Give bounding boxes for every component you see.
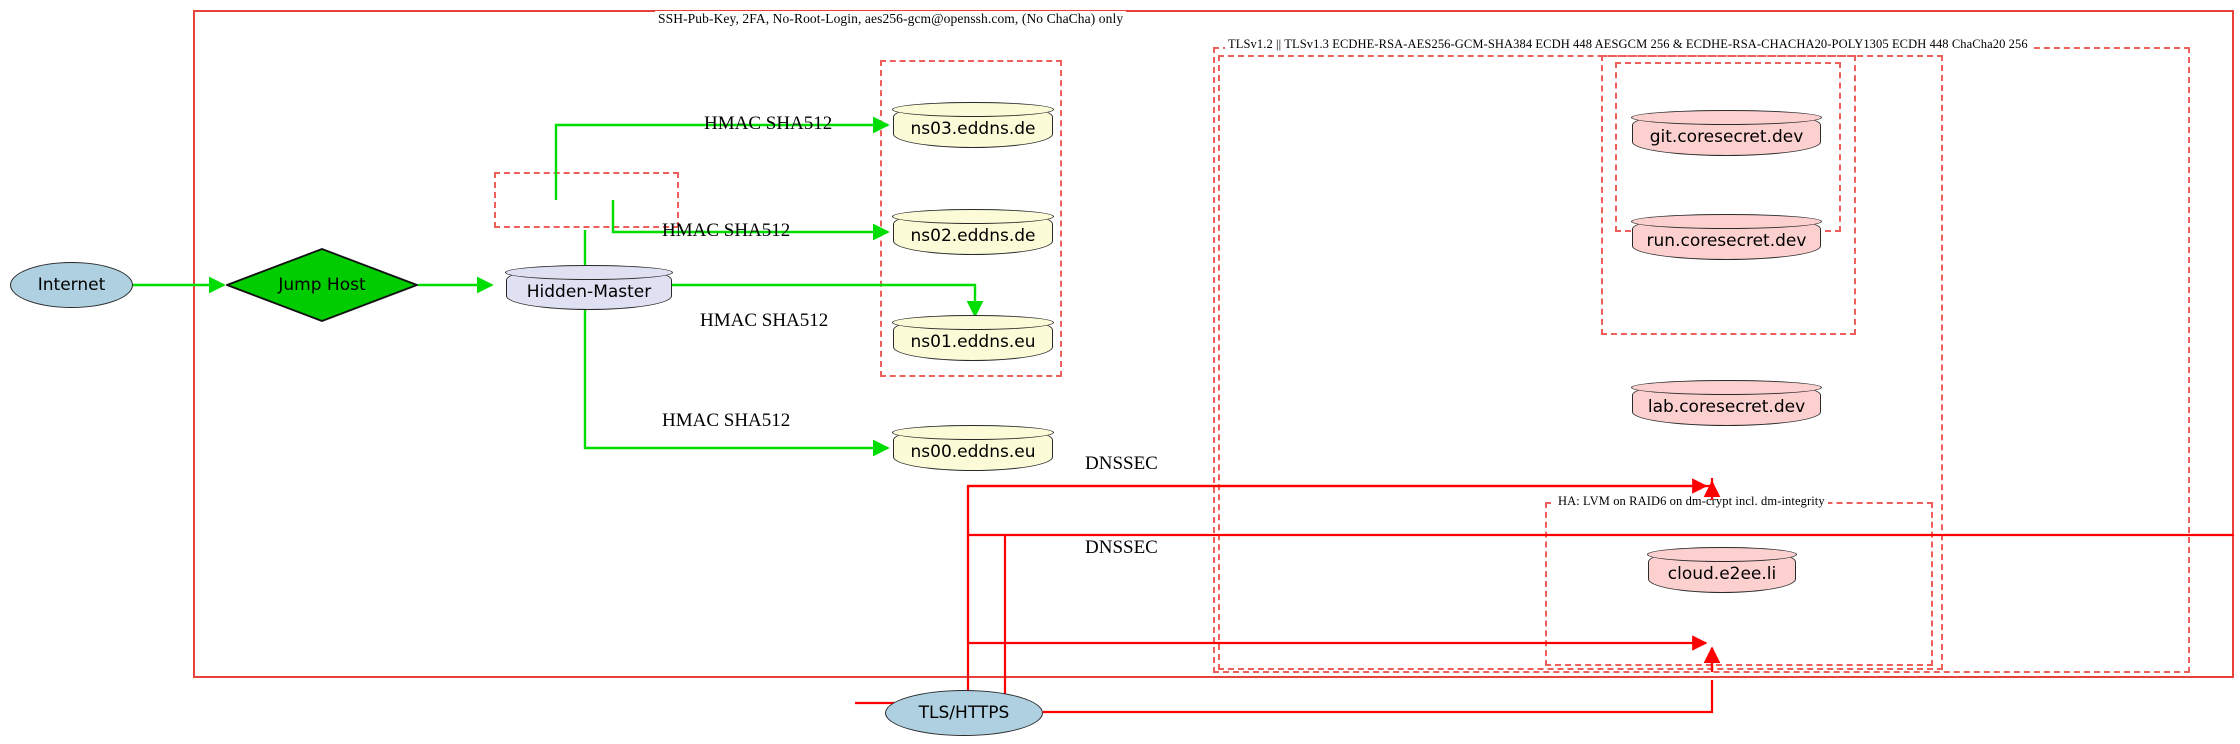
node-hidden-master-label: Hidden-Master [526, 281, 652, 302]
node-hidden-master[interactable]: Hidden-Master [505, 265, 673, 310]
edge-tls-https-to-services [1043, 680, 1714, 714]
node-run-coresecret-label: run.coresecret.dev [1646, 231, 1807, 251]
node-ns00-label: ns00.eddns.eu [910, 442, 1036, 462]
cluster-tls-boundary-label: TLSv1.2 || TLSv1.3 ECDHE-RSA-AES256-GCM-… [1225, 37, 2031, 52]
node-ns01-label: ns01.eddns.eu [910, 332, 1036, 352]
node-ns03[interactable]: ns03.eddns.de [892, 102, 1054, 148]
node-ns01[interactable]: ns01.eddns.eu [892, 315, 1054, 361]
node-cloud-e2ee[interactable]: cloud.e2ee.li [1647, 547, 1797, 593]
node-ns02-label: ns02.eddns.de [910, 226, 1036, 246]
node-lab-coresecret[interactable]: lab.coresecret.dev [1631, 380, 1822, 426]
node-jump-host[interactable]: Jump Host [226, 248, 418, 322]
cluster-ssh-boundary-label: SSH-Pub-Key, 2FA, No-Root-Login, aes256-… [655, 11, 1127, 27]
node-ns02[interactable]: ns02.eddns.de [892, 209, 1054, 255]
node-run-coresecret[interactable]: run.coresecret.dev [1631, 214, 1822, 260]
cluster-hidden-master-boundary [494, 172, 679, 228]
diamond-shape [226, 248, 418, 322]
node-tls-https[interactable]: TLS/HTTPS [885, 690, 1043, 736]
cluster-ha-boundary-label: HA: LVM on RAID6 on dm-crypt incl. dm-in… [1555, 494, 1828, 509]
cluster-coresecret-outer-boundary [1601, 55, 1856, 335]
edge-label-hmac-ns02: HMAC SHA512 [662, 220, 791, 241]
node-git-coresecret-label: git.coresecret.dev [1649, 127, 1804, 147]
node-cloud-e2ee-label: cloud.e2ee.li [1667, 564, 1777, 584]
node-internet-label: Internet [37, 275, 106, 295]
node-tls-https-label: TLS/HTTPS [918, 703, 1010, 723]
edge-label-hmac-ns03: HMAC SHA512 [704, 113, 833, 134]
node-internet[interactable]: Internet [10, 262, 133, 308]
edge-label-dnssec-lower: DNSSEC [1085, 537, 1158, 558]
edge-label-hmac-ns01: HMAC SHA512 [700, 310, 829, 331]
edge-label-dnssec-upper: DNSSEC [1085, 453, 1158, 474]
node-git-coresecret[interactable]: git.coresecret.dev [1631, 110, 1822, 156]
node-ns03-label: ns03.eddns.de [910, 119, 1036, 139]
node-lab-coresecret-label: lab.coresecret.dev [1647, 397, 1806, 417]
node-ns00[interactable]: ns00.eddns.eu [892, 425, 1054, 471]
edge-label-hmac-ns00: HMAC SHA512 [662, 410, 791, 431]
